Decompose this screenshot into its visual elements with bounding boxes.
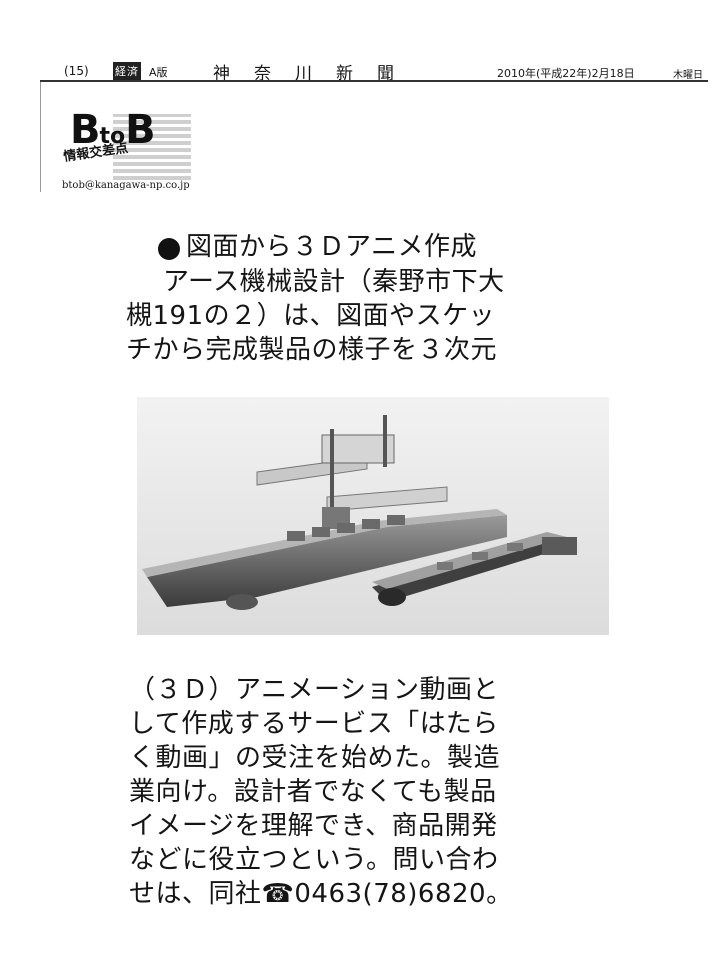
product-item: [312, 527, 330, 537]
header-rule: [40, 80, 708, 82]
issue-date: 2010年(平成22年)2月18日: [497, 67, 635, 80]
logo-stripes: [113, 114, 191, 180]
section-label: 経済: [113, 62, 141, 80]
product-3d-render-photo: [137, 397, 609, 635]
conveyor-roller: [226, 594, 258, 610]
headline-bullet-icon: [158, 238, 180, 260]
product-item: [507, 543, 523, 551]
product-item: [387, 515, 405, 525]
article-line: 業向け。設計者でなくても製品: [129, 777, 497, 807]
article-line: イメージを理解でき、商品開発: [129, 811, 498, 841]
newspaper-name: 神奈川新聞: [213, 64, 418, 84]
product-item: [362, 519, 380, 529]
product-item: [472, 552, 488, 560]
article-line: アース機械設計（秦野市下大: [163, 267, 505, 297]
secondary-roller: [378, 588, 406, 606]
contact-email: btob@kanagawa-np.co.jp: [62, 180, 190, 191]
edition-label: A版: [149, 66, 168, 79]
article-line: 槻191の２）は、図面やスケッ: [126, 301, 496, 331]
product-item: [437, 562, 453, 570]
article-line-contact: せは、同社☎0463(78)6820。: [129, 879, 513, 909]
secondary-conveyor-belt: [372, 537, 567, 602]
article-line: して作成するサービス「はたら: [129, 709, 499, 739]
main-conveyor-belt: [147, 515, 507, 607]
product-item: [287, 531, 305, 541]
drive-motor: [542, 537, 577, 555]
logo-to: to: [99, 124, 126, 149]
btob-logo: BtoB: [70, 100, 190, 160]
article-line: チから完成製品の様子を３次元: [126, 335, 498, 365]
weekday: 木曜日: [673, 70, 703, 81]
article-line: く動画」の受注を始めた。製造: [129, 743, 501, 773]
article-line: などに役立つという。問い合わ: [129, 845, 499, 875]
margin-rule: [40, 82, 41, 192]
logo-b-first: B: [70, 107, 100, 153]
conveyor-top-surface: [142, 509, 507, 577]
headline: 図面から３Ｄアニメ作成: [186, 232, 477, 262]
article-line: （３Ｄ）アニメーション動画と: [129, 675, 499, 705]
product-item: [337, 523, 355, 533]
gantry-arm-right: [326, 486, 448, 512]
page-number: (15): [64, 64, 89, 78]
logo-b-second: B: [125, 107, 155, 153]
